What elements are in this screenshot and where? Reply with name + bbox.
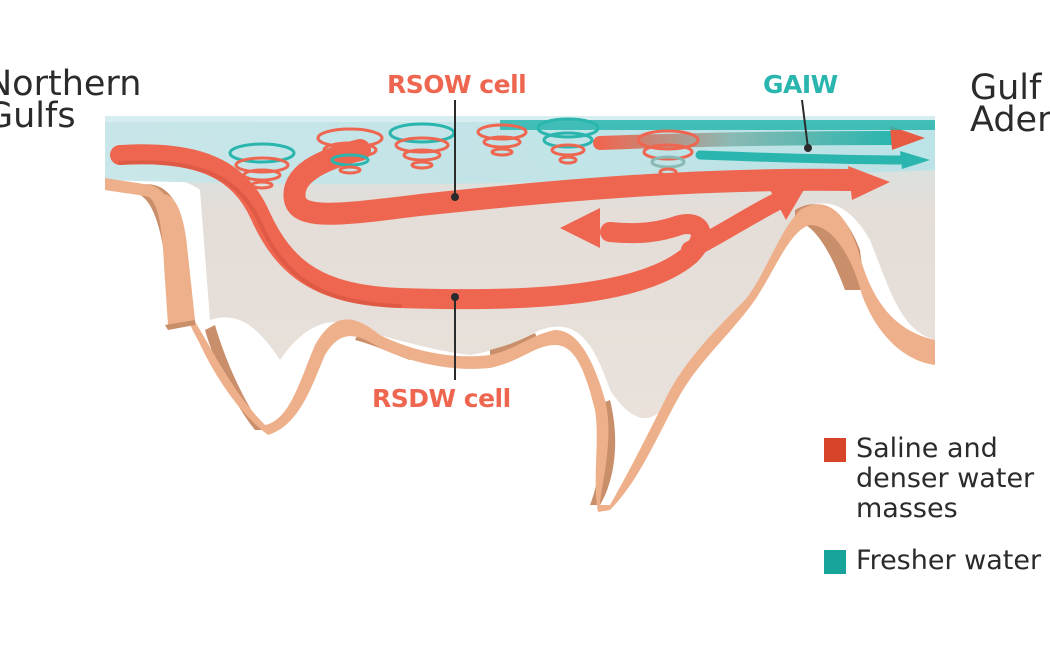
legend-swatch-saline [824,438,846,462]
seabed-ridge [150,194,195,325]
gaiw-leader [801,99,809,149]
seabed-front [105,178,935,512]
surface-flow-arrowhead [890,126,925,150]
rsdw-leader-dot [451,293,459,301]
legend-label-saline: Saline and denser water masses [856,433,1035,524]
rsow-leader-dot [451,193,459,201]
eddy [388,122,456,170]
rsdw-flow [110,144,711,310]
legend-label-fresh: Fresher water [856,545,1042,576]
rsow-arrowhead [848,166,890,200]
surface-flow [593,131,897,150]
eddy [536,117,600,165]
seabed-ridge [165,320,195,330]
rsdw-branch [681,191,789,259]
seabed-side [205,325,265,430]
rsdw-cell-label: RSDW cell [372,384,511,413]
legend-item-fresh: Fresher water [824,546,1041,576]
gaiw-surface-strip [500,120,935,130]
gaiw-arrowhead [900,151,930,169]
gaiw-label: GAIW [763,70,838,99]
rsdw-arrowhead-west [560,208,600,248]
rsow-cell-label: RSOW cell [387,70,527,99]
eddy [316,127,384,175]
water-body [105,120,935,419]
rsow-flow [283,139,861,225]
eddy [228,142,296,190]
eddy [476,123,528,157]
rsdw-flow-shadow [118,160,402,308]
rsdw-arrowhead-east [768,186,805,220]
northern-gulfs-label: Northern Gulfs [0,64,142,136]
gaiw-leader-dot [804,144,812,152]
legend-swatch-fresh [824,550,846,574]
gaiw-flow [695,150,910,165]
gulf-of-aden-label: Gulf of Aden [970,68,1050,140]
legend-item-saline: Saline and denser water masses [824,434,1034,524]
eddy [636,129,700,177]
